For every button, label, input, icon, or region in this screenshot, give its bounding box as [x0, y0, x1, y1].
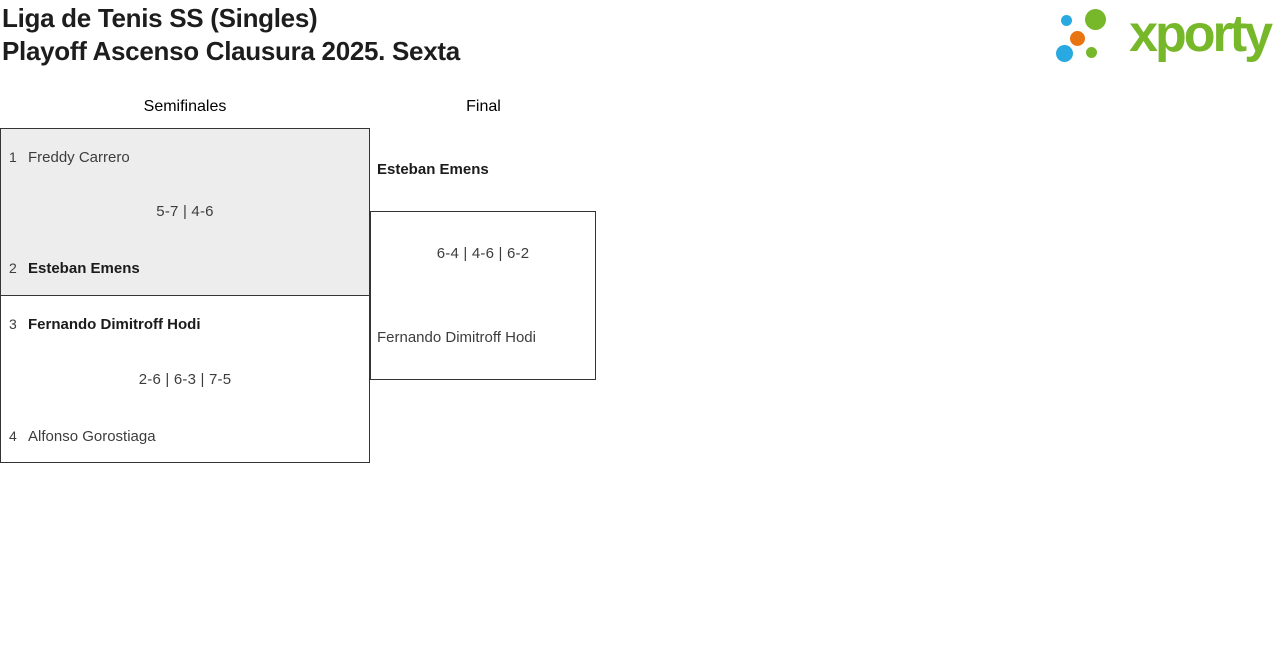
logo-dot-green-large-icon — [1085, 9, 1106, 30]
player-name: Freddy Carrero — [28, 149, 130, 166]
player-row-sf1-top: 1 Freddy Carrero — [9, 147, 130, 168]
player-seed: 3 — [9, 316, 17, 332]
player-row-final-top: Esteban Emens — [377, 160, 489, 180]
player-row-sf2-bottom: 4 Alfonso Gorostiaga — [9, 426, 156, 447]
player-seed: 4 — [9, 428, 17, 444]
match-box-semifinal-2 — [0, 295, 370, 463]
player-row-final-bottom: Fernando Dimitroff Hodi — [377, 328, 536, 348]
player-name-winner: Fernando Dimitroff Hodi — [28, 316, 201, 333]
match-score-semifinal-1: 5-7 | 4-6 — [156, 203, 214, 220]
page-title-line1: Liga de Tenis SS (Singles) — [2, 3, 318, 33]
logo-dot-blue-small-icon — [1061, 15, 1072, 26]
match-score-semifinal-2: 2-6 | 6-3 | 7-5 — [138, 371, 232, 388]
logo-wordmark: xporty — [1129, 5, 1273, 63]
player-seed: 2 — [9, 260, 17, 276]
player-name-winner: Esteban Emens — [377, 161, 489, 178]
player-name: Fernando Dimitroff Hodi — [377, 329, 536, 346]
logo-dot-blue-large-icon — [1056, 45, 1073, 62]
logo-dot-green-small-icon — [1086, 47, 1097, 58]
match-box-semifinal-1 — [0, 128, 370, 296]
round-label-semifinals: Semifinales — [143, 98, 227, 115]
logo-dot-orange-icon — [1070, 31, 1085, 46]
player-name-winner: Esteban Emens — [28, 260, 140, 277]
xporty-logo: xporty — [1050, 5, 1275, 67]
player-seed: 1 — [9, 149, 17, 165]
match-score-final: 6-4 | 4-6 | 6-2 — [436, 245, 530, 262]
player-row-sf2-top: 3 Fernando Dimitroff Hodi — [9, 314, 201, 335]
page-title-line2: Playoff Ascenso Clausura 2025. Sexta — [2, 36, 460, 66]
match-box-final — [370, 211, 596, 380]
round-label-final: Final — [466, 98, 501, 115]
player-name: Alfonso Gorostiaga — [28, 428, 156, 445]
player-row-sf1-bottom: 2 Esteban Emens — [9, 258, 140, 279]
